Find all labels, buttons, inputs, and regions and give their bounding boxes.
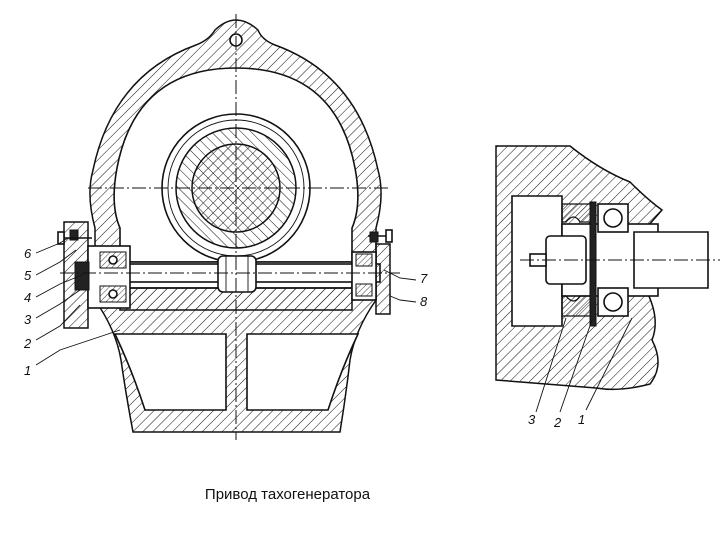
- detail-section: [495, 145, 709, 391]
- left-seal: [74, 261, 90, 291]
- detail-label-1: 1: [578, 412, 585, 427]
- left-centerlines: [60, 14, 400, 440]
- label-1: 1: [24, 363, 31, 378]
- label-5: 5: [24, 268, 32, 283]
- left-leader-lines: [35, 237, 417, 366]
- label-3: 3: [24, 312, 32, 327]
- left-fastener-nut: [69, 229, 79, 241]
- right-part-labels: 3 2 1: [528, 412, 585, 430]
- label-8: 8: [420, 294, 428, 309]
- detail-retaining-ring: [589, 201, 597, 327]
- detail-label-2: 2: [553, 415, 562, 430]
- right-leader-lines: [535, 317, 633, 413]
- left-part-labels: 6 5 4 3 2 1 7 8: [23, 246, 428, 378]
- right-bearing-lower: [355, 283, 373, 297]
- label-7: 7: [420, 271, 428, 286]
- housing-cross-section: [57, 19, 393, 433]
- label-4: 4: [24, 290, 31, 305]
- label-6: 6: [24, 246, 32, 261]
- lower-window-right: [246, 333, 360, 411]
- lower-window-left: [113, 333, 227, 411]
- detail-bearing-cup-bottom: [561, 295, 595, 317]
- detail-bearing-cup-top: [561, 203, 595, 223]
- main-shaft-section: [191, 143, 281, 233]
- right-bearing-upper: [355, 253, 373, 267]
- label-2: 2: [23, 336, 32, 351]
- worm-on-shaft: [217, 255, 257, 293]
- figure-caption: Привод тахогенератора: [204, 486, 371, 503]
- right-cover-flange: [375, 243, 391, 315]
- right-fastener-nut: [369, 231, 379, 243]
- detail-label-3: 3: [528, 412, 536, 427]
